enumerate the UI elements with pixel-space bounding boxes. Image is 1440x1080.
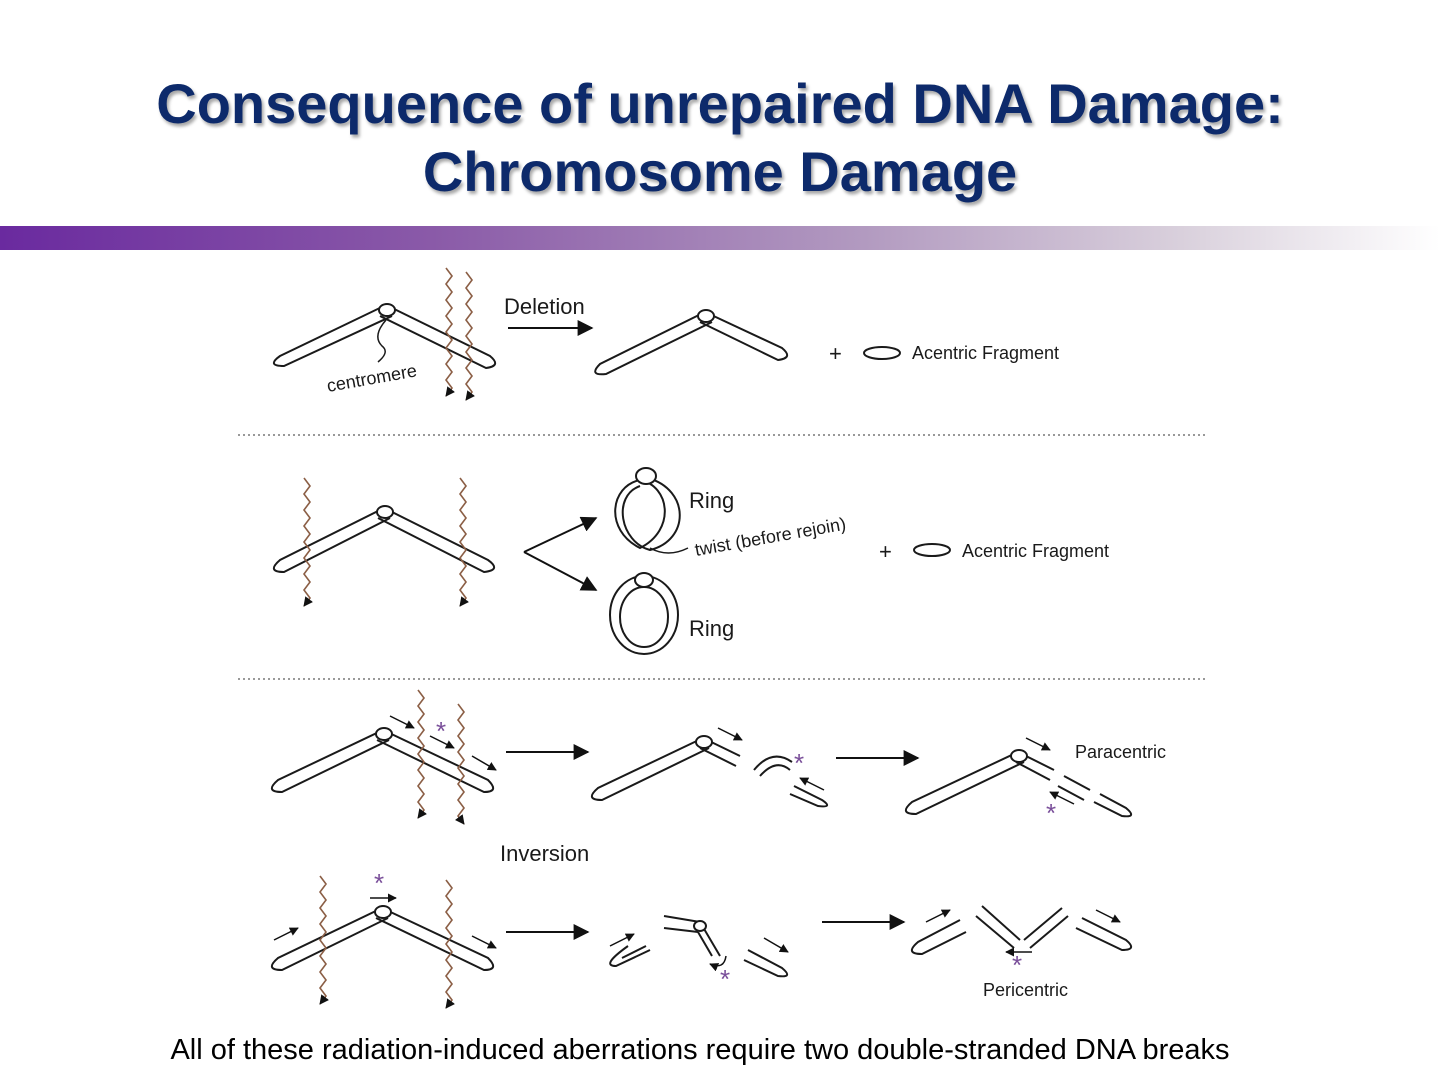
title-line-1: Consequence of unrepaired DNA Damage: bbox=[156, 72, 1284, 135]
deletion-plus: + bbox=[829, 341, 842, 366]
strand-arrow-1 bbox=[389, 715, 415, 729]
twisted-ring-icon bbox=[614, 467, 681, 552]
paracentric-row: * * bbox=[271, 689, 1166, 828]
strand-arrow-12 bbox=[763, 937, 789, 953]
pericentric-label: Pericentric bbox=[983, 980, 1068, 1000]
asterisk-marker-3: * bbox=[1046, 798, 1056, 828]
twist-pointer bbox=[649, 547, 689, 554]
strand-arrow-2 bbox=[429, 735, 455, 749]
asterisk-marker-5: * bbox=[720, 964, 730, 994]
radiation-track-3 bbox=[303, 477, 314, 607]
centromere-icon bbox=[378, 303, 396, 317]
strand-arrow-5 bbox=[799, 777, 825, 791]
twist-label: twist (before rejoin) bbox=[693, 514, 847, 560]
chromosome-peri-broken bbox=[609, 915, 789, 978]
radiation-track-7 bbox=[319, 875, 330, 1005]
slide-title: Consequence of unrepaired DNA Damage: Ch… bbox=[0, 70, 1440, 206]
strand-arrow-13 bbox=[709, 955, 727, 972]
deletion-label: Deletion bbox=[504, 294, 585, 319]
radiation-track-5 bbox=[417, 689, 428, 819]
chromosome-para-broken bbox=[591, 735, 829, 808]
asterisk-marker-2: * bbox=[794, 748, 804, 778]
deletion-fragment-label: Acentric Fragment bbox=[912, 343, 1059, 363]
asterisk-marker-1: * bbox=[436, 716, 446, 746]
simple-ring-icon bbox=[609, 572, 679, 655]
strand-arrow-4 bbox=[717, 727, 743, 741]
ring-label-1: Ring bbox=[689, 488, 734, 513]
footer-note: All of these radiation-induced aberratio… bbox=[170, 1034, 1230, 1066]
strand-arrow-14 bbox=[925, 909, 951, 923]
deletion-row: centromere Deletion + Acentric Fragment bbox=[273, 267, 1059, 401]
acentric-fragment-icon bbox=[863, 346, 901, 360]
chromosome-ring-original bbox=[273, 505, 495, 574]
radiation-track-1 bbox=[445, 267, 456, 397]
ring-arrow-down bbox=[523, 551, 598, 591]
ring-plus: + bbox=[879, 539, 892, 564]
strand-arrow-15 bbox=[1095, 909, 1121, 923]
chromosome-paracentric-result bbox=[905, 749, 1133, 818]
chromosome-pericentric-result bbox=[911, 905, 1133, 956]
centromere-pointer bbox=[377, 319, 387, 363]
gradient-banner bbox=[0, 226, 1440, 250]
ring-acentric-fragment-icon bbox=[913, 543, 951, 557]
chromosome-peri-original bbox=[271, 905, 495, 972]
pericentric-row: * * bbox=[271, 868, 1133, 1009]
paracentric-label: Paracentric bbox=[1075, 742, 1166, 762]
chromosome-original bbox=[273, 303, 497, 370]
radiation-track-6 bbox=[454, 703, 465, 825]
strand-arrow-10 bbox=[471, 935, 497, 949]
strand-arrow-11 bbox=[609, 933, 635, 947]
title-line-2: Chromosome Damage bbox=[422, 140, 1018, 203]
ring-arrow-up bbox=[523, 516, 598, 553]
asterisk-marker-4: * bbox=[374, 868, 384, 898]
radiation-track-8 bbox=[445, 879, 456, 1009]
chromosome-para-original bbox=[271, 727, 495, 794]
inversion-label: Inversion bbox=[500, 841, 589, 866]
radiation-track-4 bbox=[459, 477, 470, 607]
strand-arrow-8 bbox=[273, 927, 299, 941]
ring-row: Ring twist (before rejoin) Ring + Acentr… bbox=[273, 467, 1109, 655]
chromosome-deleted bbox=[594, 309, 789, 376]
strand-arrow-3 bbox=[471, 755, 497, 771]
radiation-track-2 bbox=[465, 271, 476, 401]
ring-fragment-label: Acentric Fragment bbox=[962, 541, 1109, 561]
centromere-label: centromere bbox=[325, 360, 418, 396]
strand-arrow-7 bbox=[1049, 791, 1075, 805]
strand-arrow-6 bbox=[1025, 737, 1051, 751]
ring-label-2: Ring bbox=[689, 616, 734, 641]
asterisk-marker-6: * bbox=[1012, 950, 1022, 980]
